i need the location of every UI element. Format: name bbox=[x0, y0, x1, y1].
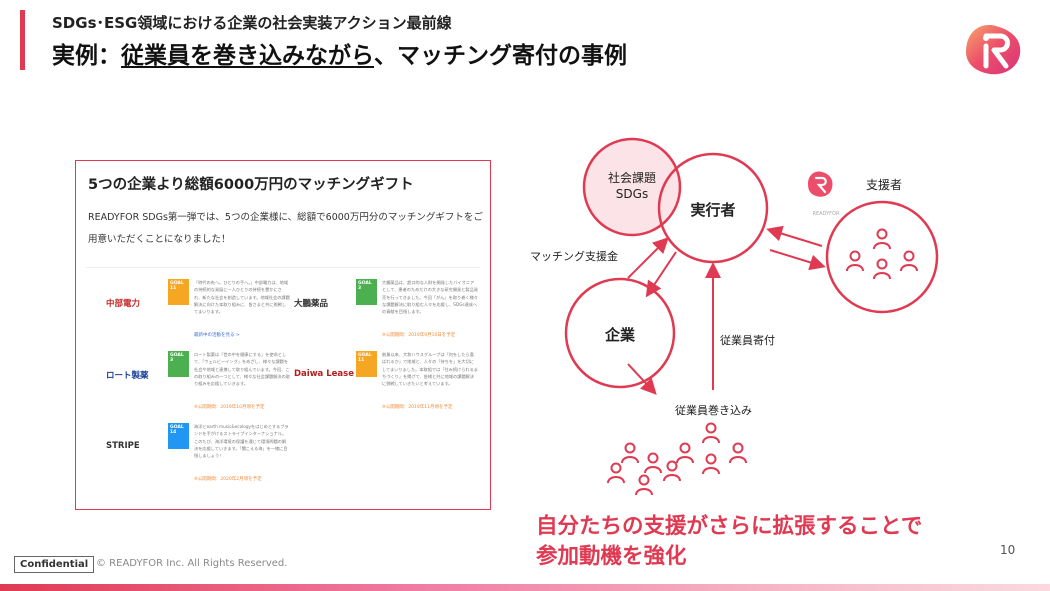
company-entry: 大鵬薬品 GOAL 3 大鵬薬品は、超口的な人財を開発したバイオニアとして、患者… bbox=[294, 279, 479, 349]
readyfor-logo-icon bbox=[966, 25, 1021, 75]
company-label: 企業 bbox=[604, 326, 636, 344]
company-note: ※公開期間：2019年11月頃を予定 bbox=[382, 405, 453, 410]
arrow-executor-to-company bbox=[645, 251, 677, 298]
company-logo: 中部電力 bbox=[106, 299, 141, 309]
supporters-circle bbox=[825, 200, 939, 314]
social-issue-circle bbox=[582, 137, 682, 237]
goal-badge: GOAL 14 bbox=[168, 423, 189, 449]
goal-badge: GOAL 11 bbox=[356, 351, 377, 377]
company-entry: ロート製薬 GOAL 3 ロート製薬は「世の中を健康にする」を使命として、「ウェ… bbox=[106, 351, 291, 421]
card-title: 5つの企業より総額6000万円のマッチングギフト bbox=[88, 177, 414, 193]
slide-title: 実例：従業員を巻き込みながら、マッチング寄付の事例 bbox=[52, 36, 627, 70]
arrow-company-to-employees bbox=[627, 363, 657, 395]
card-description: READYFOR SDGs第一弾では、5つの企業様に、総額で6000万円分のマッ… bbox=[88, 212, 483, 245]
company-logo: ロート製薬 bbox=[106, 371, 149, 381]
arrow-executor-to-supporters bbox=[769, 249, 826, 271]
readyfor-small-wordmark: READYFOR bbox=[813, 211, 840, 217]
key-message: 自分たちの支援がさらに拡張することで 参加動機を強化 bbox=[536, 512, 922, 572]
social-issue-label: 社会課題 bbox=[608, 170, 656, 185]
title-underlined: 従業員を巻き込みながら bbox=[121, 43, 374, 69]
matching-gift-screenshot: 5つの企業より総額6000万円のマッチングギフト READYFOR SDGs第一… bbox=[75, 160, 491, 510]
company-logo: 大鵬薬品 bbox=[294, 299, 329, 309]
matching-gift-diagram: 社会課題 SDGs 実行者 企業 READYFOR 支援者 マッチング支援金 従… bbox=[530, 137, 939, 496]
company-note: ※公開期間：2019年9月10日を予定 bbox=[382, 333, 456, 338]
deck-subtitle: SDGs･ESG領域における企業の社会実装アクション最前線 bbox=[52, 14, 452, 32]
employee-donation-label: 従業員寄付 bbox=[720, 333, 775, 347]
title-accent-bar bbox=[20, 10, 25, 70]
sdgs-label: SDGs bbox=[616, 187, 648, 201]
readyfor-small-logo: READYFOR bbox=[808, 171, 840, 217]
company-entry: 中部電力 GOAL 11 「時代の先へ。ひとりの手へ。」中部電力は、地域の持続的… bbox=[106, 279, 291, 349]
company-text: 創業以来、大和ハウスグループは「何をしたら喜ばれるか」で地域と、人々の「持ちを」… bbox=[382, 352, 478, 387]
matching-fund-label: マッチング支援金 bbox=[530, 249, 618, 263]
executor-label: 実行者 bbox=[690, 201, 735, 219]
goal-badge: GOAL 3 bbox=[356, 279, 377, 305]
company-circle bbox=[564, 277, 676, 389]
key-message-line1: 自分たちの支援がさらに拡張することで bbox=[536, 514, 923, 539]
card-divider bbox=[86, 267, 480, 268]
company-entry: STRIPE GOAL 14 海洋とearth music&ecologyをはじ… bbox=[106, 423, 291, 493]
confidential-badge: Confidential bbox=[14, 556, 95, 573]
company-logo: STRIPE bbox=[106, 441, 140, 451]
key-message-line2: 参加動機を強化 bbox=[536, 544, 687, 569]
company-text: 大鵬薬品は、超口的な人財を開発したバイオニアとして、患者のためだけの大きな研究開… bbox=[382, 280, 478, 315]
title-prefix: 実例： bbox=[52, 43, 121, 69]
employees-group bbox=[607, 422, 747, 496]
arrow-supporters-to-executor bbox=[766, 225, 823, 247]
company-note: ※公開期間：2020年2月頃を予定 bbox=[194, 477, 262, 482]
company-link[interactable]: 最新中の活動を見る > bbox=[194, 333, 240, 338]
title-suffix: 、マッチング寄付の事例 bbox=[374, 43, 627, 69]
page-number: 10 bbox=[1000, 543, 1016, 557]
company-text: ロート製薬は「世の中を健康にする」を使命として、「ウェルビーイング」をめざし、様… bbox=[194, 352, 290, 387]
company-note: ※公開期間：2019年10月頃を予定 bbox=[194, 405, 265, 410]
company-text: 海洋とearth music&ecologyをはじめとするブランドを手がけるスト… bbox=[194, 424, 289, 459]
company-text: 「時代の先へ。ひとりの手へ。」中部電力は、地域の持続的な発展に一人ひとりの持続を… bbox=[194, 280, 290, 315]
supporters-label: 支援者 bbox=[866, 178, 902, 192]
goal-badge: GOAL 11 bbox=[168, 279, 189, 305]
company-entry: Daiwa Lease GOAL 11 創業以来、大和ハウスグループは「何をした… bbox=[294, 351, 479, 421]
goal-badge: GOAL 3 bbox=[168, 351, 189, 377]
employee-involvement-label: 従業員巻き込み bbox=[675, 404, 752, 417]
arrow-company-to-executor bbox=[627, 237, 669, 279]
bottom-gradient-bar bbox=[0, 584, 1050, 591]
copyright: © READYFOR Inc. All Rights Reserved. bbox=[96, 558, 288, 569]
company-logo: Daiwa Lease bbox=[294, 369, 354, 379]
